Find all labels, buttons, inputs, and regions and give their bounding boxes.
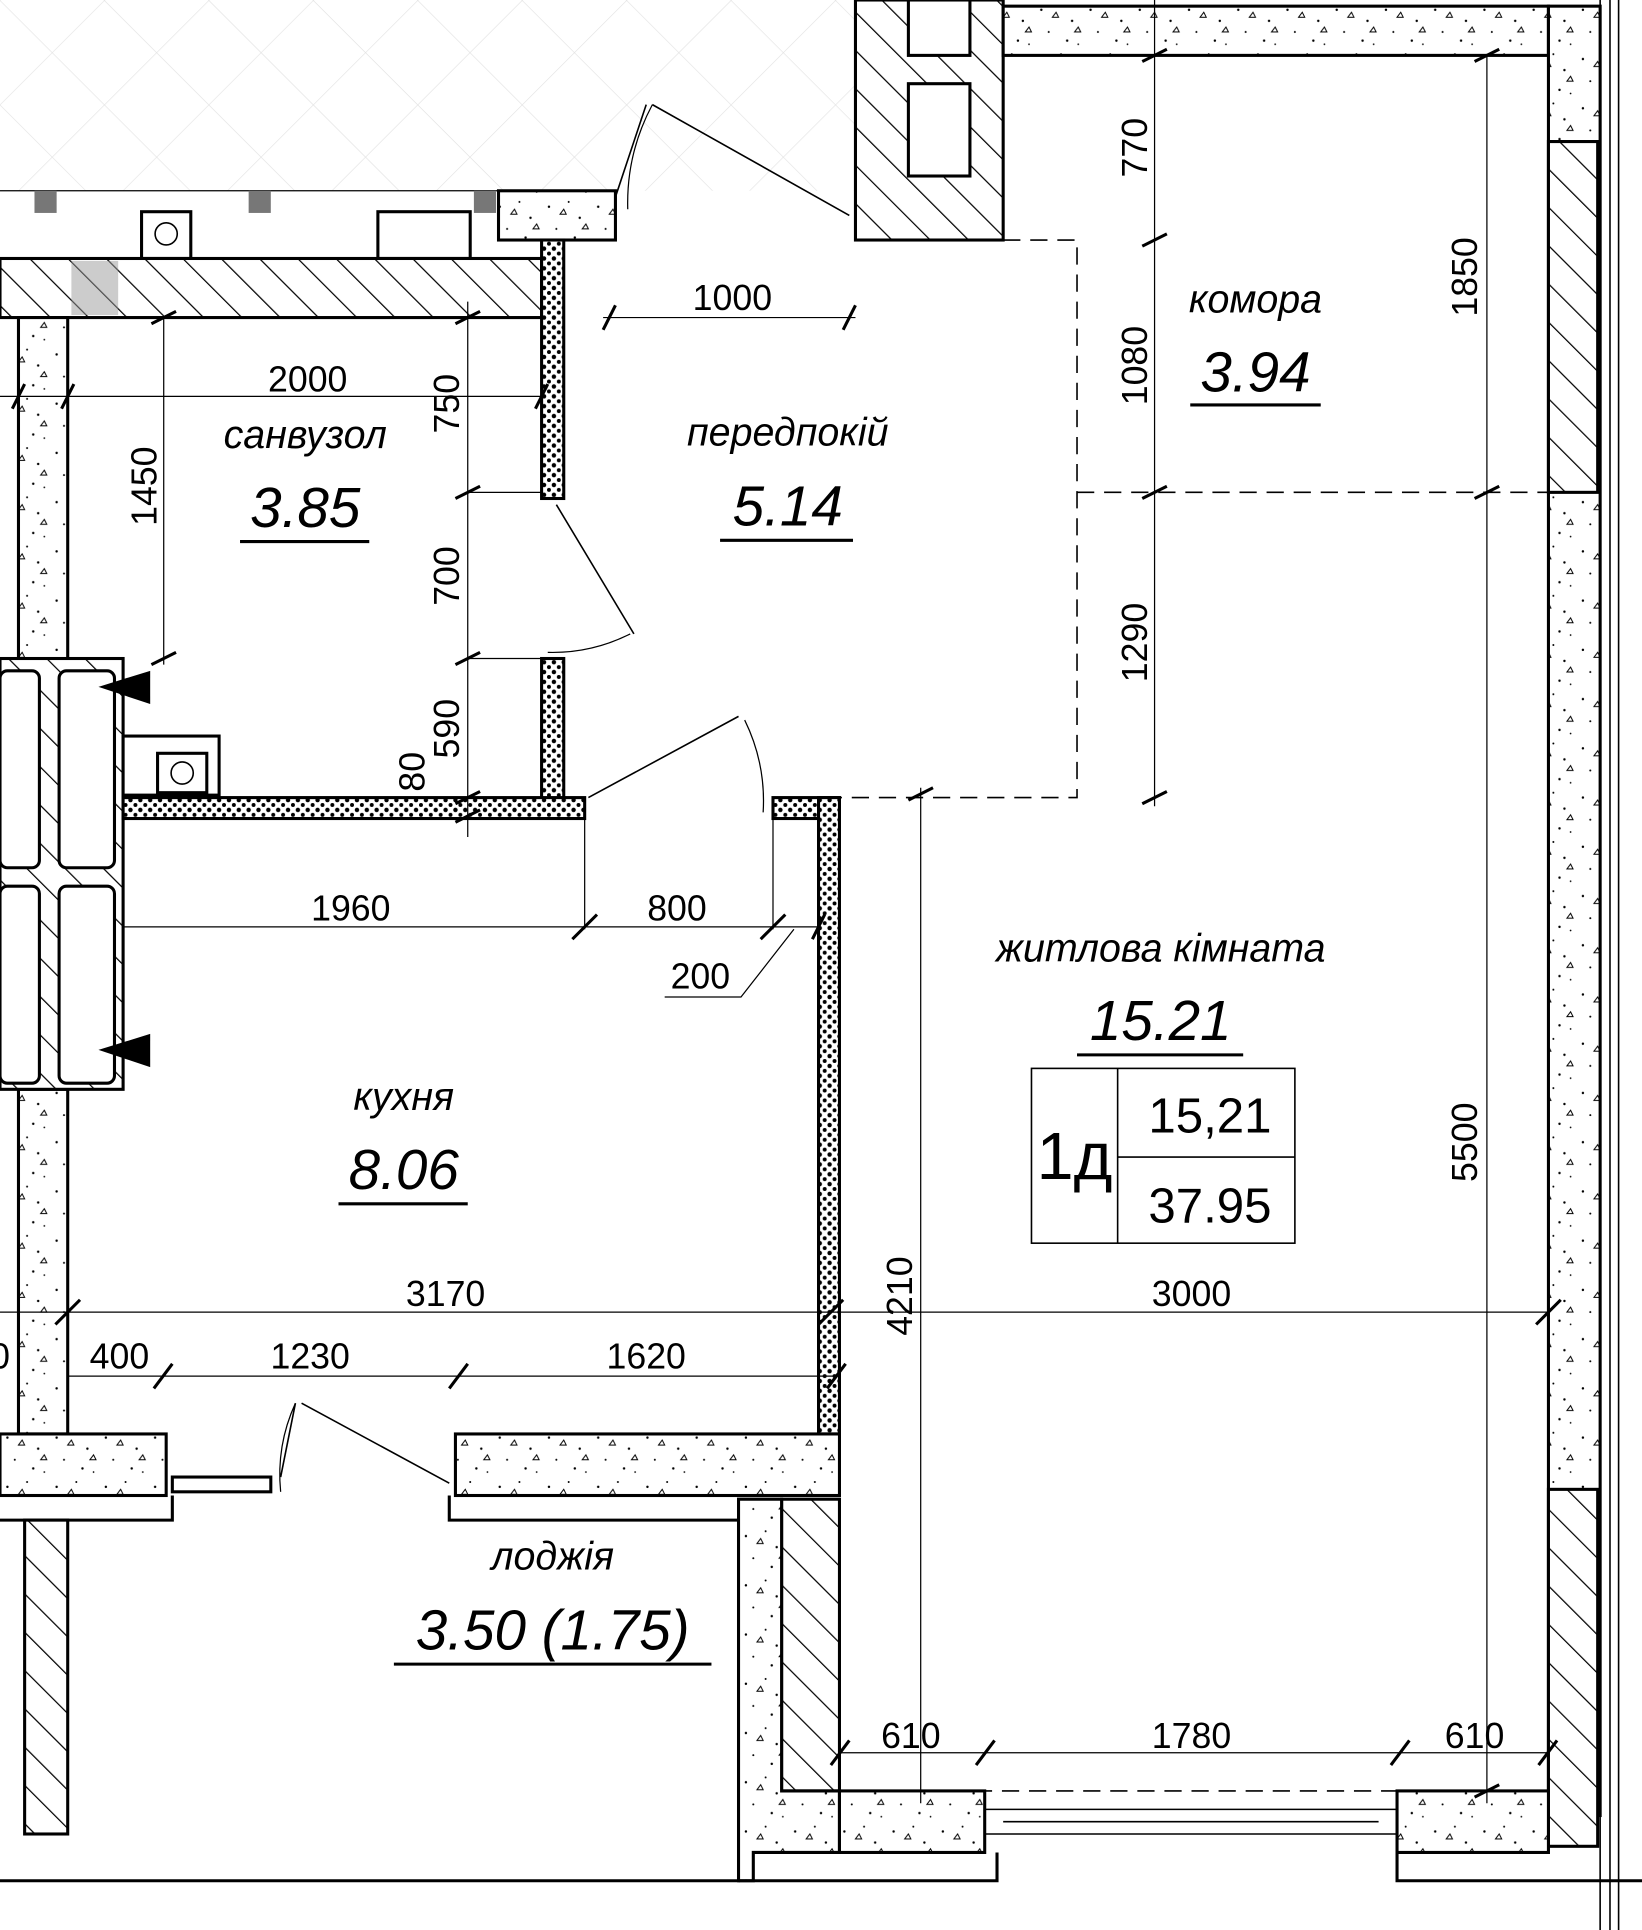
room-name-bathroom: санвузол (224, 413, 387, 457)
wall-bottom (453, 1432, 842, 1498)
dimension-label: 1450 (124, 446, 164, 525)
wall-right-hatched (1546, 140, 1600, 494)
dimension-label: 80 (393, 752, 433, 792)
wall-entry (496, 189, 617, 242)
room-name-hallway: передпокій (687, 411, 889, 455)
door-entrance (614, 103, 850, 217)
room-name-storage: комора (1189, 278, 1322, 322)
room-name-loggia: лоджія (489, 1534, 614, 1578)
partition (121, 796, 587, 821)
room-name-kitchen: кухня (353, 1075, 454, 1119)
dimension-label: 1620 (607, 1337, 686, 1377)
room-area-loggia: 3.50 (1.75) (416, 1598, 690, 1661)
dimension-label: 1080 (1115, 326, 1155, 405)
shaft-block (853, 0, 1005, 242)
ventilation-shafts (0, 656, 151, 1091)
room-name-living-room: житлова кімната (994, 926, 1326, 970)
dimension-label: 770 (1115, 118, 1155, 178)
dimension-label: 200 (671, 956, 731, 996)
wall-living-bottom (1395, 1789, 1550, 1854)
dimension-label: 1290 (1115, 603, 1155, 682)
door-bathroom (547, 504, 635, 653)
dimension-label: 700 (427, 546, 467, 606)
dimension-lines (0, 0, 1562, 1804)
dimension-label: 0 (0, 1337, 10, 1377)
dimension-label: 1000 (693, 278, 772, 318)
room-area-kitchen: 8.06 (349, 1138, 460, 1201)
partition (540, 656, 566, 802)
dimension-label: 610 (1445, 1716, 1505, 1756)
dimension-label: 3170 (406, 1274, 485, 1314)
dimension-label: 590 (427, 699, 467, 759)
wall-right-hatched (1546, 1487, 1600, 1848)
dimension-label: 610 (881, 1716, 941, 1756)
dimension-label: 5500 (1445, 1103, 1485, 1182)
wall-left (16, 316, 70, 664)
corridor-area (0, 0, 881, 191)
loggia-walls (0, 1495, 842, 1883)
living-area: 15,21 (1148, 1088, 1271, 1143)
apartment-tag: 1д 15,21 37.95 (1030, 1067, 1296, 1244)
column (473, 190, 497, 213)
vent-arrow-icon (98, 1033, 151, 1068)
room-area-living-room: 15.21 (1090, 989, 1232, 1052)
dimension-label: 1780 (1152, 1716, 1231, 1756)
column (248, 190, 271, 213)
door-loggia (279, 1402, 450, 1492)
room-area-bathroom: 3.85 (250, 476, 361, 539)
dimension-label: 3000 (1152, 1274, 1231, 1314)
wall-bottom (0, 1432, 168, 1498)
wall-top (1001, 4, 1550, 57)
window (984, 1808, 1398, 1835)
dimension-label: 1850 (1445, 237, 1485, 316)
dimension-label: 400 (90, 1337, 150, 1377)
dimension-label: 2000 (268, 359, 347, 399)
room-area-hallway: 5.14 (733, 475, 843, 538)
door-kitchen (587, 715, 765, 813)
dimension-label: 1960 (311, 889, 390, 929)
wall-left (16, 1087, 70, 1436)
dimension-label: 800 (647, 889, 707, 929)
dimension-label: 4210 (880, 1256, 920, 1335)
partition (540, 238, 566, 501)
partition (816, 796, 842, 1436)
dimension-label: 750 (427, 374, 467, 434)
room-area-storage: 3.94 (1200, 340, 1310, 403)
vent-arrow-icon (98, 670, 151, 705)
apartment-type: 1д (1037, 1120, 1113, 1194)
total-area: 37.95 (1148, 1178, 1271, 1233)
dimension-label: 1230 (270, 1337, 349, 1377)
column (34, 190, 57, 213)
wall-living-bottom (837, 1789, 987, 1854)
